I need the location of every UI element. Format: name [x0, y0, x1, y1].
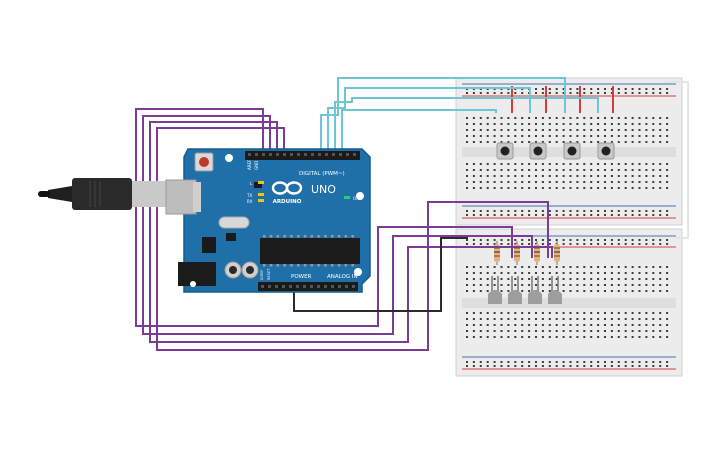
aref-label: AREF — [247, 159, 252, 170]
pushbutton-4 — [597, 142, 615, 160]
pushbuttons[interactable] — [496, 142, 615, 160]
rx-label: RX — [247, 199, 253, 204]
gnd-label: GND — [254, 161, 259, 170]
power-label: POWER — [291, 274, 312, 280]
led-4 — [548, 276, 562, 304]
reset-label: RESET — [267, 268, 271, 280]
teal-wires[interactable] — [320, 77, 599, 152]
led-1 — [488, 276, 502, 304]
arduino-uno-board[interactable]: ARDUINO UNO DIGITAL (PWM~) POWER ANALOG … — [165, 148, 371, 293]
model-label: UNO — [311, 183, 336, 196]
purple-wires[interactable] — [135, 108, 553, 351]
resistor-3 — [534, 241, 540, 265]
ioref-label: IOREF — [260, 270, 264, 280]
on-label: ON — [353, 196, 359, 201]
white-wire[interactable] — [665, 81, 689, 239]
pushbutton-3 — [563, 142, 581, 160]
resistors[interactable] — [494, 241, 560, 265]
top-red-jumpers[interactable] — [511, 86, 614, 113]
l-label: L — [250, 181, 253, 186]
brand-label: ARDUINO — [273, 199, 302, 205]
resistor-2 — [514, 241, 520, 265]
resistor-1 — [494, 241, 500, 265]
ground-wire[interactable] — [293, 237, 468, 312]
resistor-4 — [554, 241, 560, 265]
pushbutton-2 — [529, 142, 547, 160]
digital-header-label: DIGITAL (PWM~) — [299, 171, 345, 177]
top-breadboard[interactable] — [455, 77, 683, 226]
leds[interactable] — [488, 276, 562, 304]
led-2 — [508, 276, 522, 304]
infinity-logo-icon — [271, 181, 303, 195]
analog-label: ANALOG IN — [327, 274, 358, 280]
led-3 — [528, 276, 542, 304]
usb-cable-icon — [38, 178, 167, 210]
tx-label: TX — [246, 193, 252, 198]
pushbutton-1 — [496, 142, 514, 160]
